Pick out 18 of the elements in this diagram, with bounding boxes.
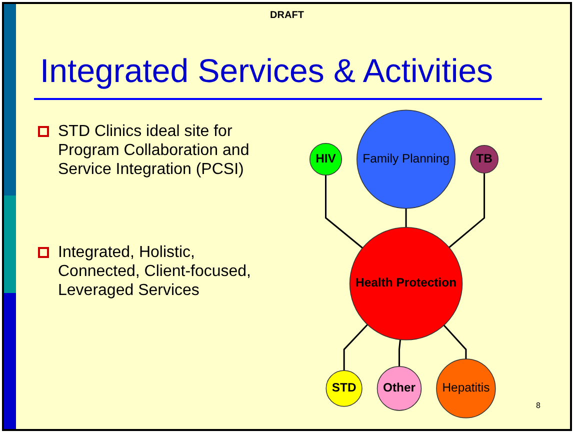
bullet-text: Integrated, Holistic, Connected, Client-focused, Leveraged Services xyxy=(58,244,251,299)
page-number: 8 xyxy=(536,401,540,410)
node-circle: TB xyxy=(470,145,499,174)
connector xyxy=(448,173,486,248)
node-circle: HIV xyxy=(309,142,342,176)
node-circle: Hepatitis xyxy=(436,358,496,418)
node-circle: Family Planning xyxy=(356,110,456,209)
node-circle: Other xyxy=(376,366,422,411)
connector xyxy=(325,175,364,249)
connector xyxy=(443,324,467,359)
connector xyxy=(398,340,402,366)
draft-label: DRAFT xyxy=(269,10,305,21)
connector xyxy=(405,208,407,228)
bullet-text: STD Clinics ideal site for Program Collaboration and Service Integration (PCSI) xyxy=(58,123,250,178)
connector xyxy=(343,324,368,371)
slide-title: Integrated Services & Activities xyxy=(40,52,494,90)
node-circle: Health Protection xyxy=(349,227,463,340)
node-circle: STD xyxy=(326,370,362,407)
